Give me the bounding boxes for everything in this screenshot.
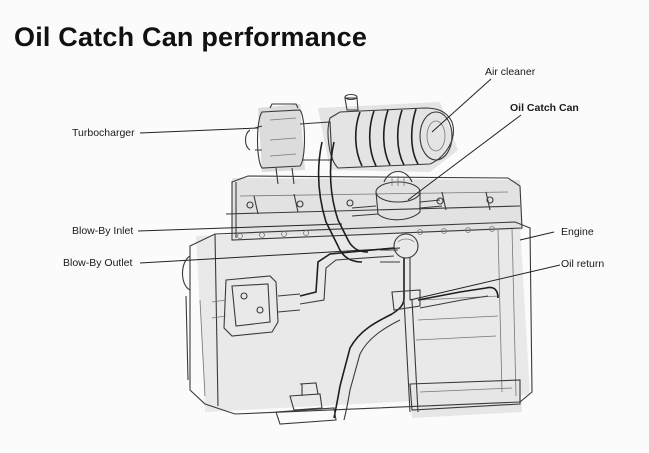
leader-blow-by-outlet [139, 247, 401, 264]
leader-engine [519, 231, 555, 241]
label-turbocharger: Turbocharger [72, 127, 135, 139]
oil-catch-can-part [351, 170, 443, 221]
label-oil-catch-can: Oil Catch Can [510, 102, 579, 114]
intake-stub [344, 93, 359, 111]
engine-shading [196, 102, 530, 418]
label-oil-return: Oil return [561, 258, 605, 270]
leader-blow-by-inlet [137, 223, 343, 232]
oil-return-pipe [333, 258, 499, 421]
injection-pump [211, 275, 301, 337]
separator-ball [393, 233, 419, 259]
leader-lines [137, 78, 561, 301]
leader-oil-return [409, 264, 561, 301]
outlet-lines [299, 247, 395, 305]
leader-air-cleaner [431, 78, 492, 133]
cylinder-head [225, 175, 523, 241]
sump-fitting [275, 382, 337, 425]
label-engine: Engine [561, 226, 594, 238]
label-air-cleaner: Air cleaner [485, 66, 536, 78]
label-blow-by-inlet: Blow-By Inlet [72, 225, 134, 237]
leader-oil-catch-can [407, 114, 522, 201]
leader-turbocharger [139, 127, 259, 134]
engine-block [181, 221, 533, 415]
diagram-title: Oil Catch Can performance [14, 22, 368, 52]
air-cleaner-part [327, 107, 454, 169]
turbocharger-part [244, 103, 333, 185]
label-blow-by-outlet: Blow-By Outlet [63, 257, 133, 269]
